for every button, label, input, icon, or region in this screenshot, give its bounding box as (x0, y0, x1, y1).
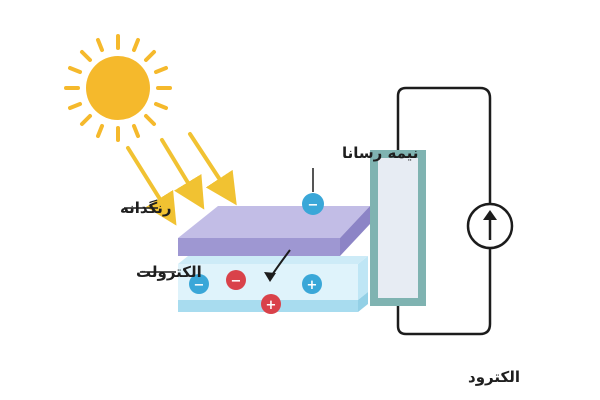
charge-label: + (266, 298, 277, 313)
electrode (370, 150, 426, 306)
dye-label: رنگدانه (120, 199, 172, 217)
electrolyte-charge-bottom: + (261, 294, 281, 314)
charge-label: − (231, 274, 242, 289)
light-beam (126, 146, 177, 226)
electrolyte-label: الکترولت (136, 263, 202, 281)
light-beam (160, 138, 205, 210)
charge-label: − (194, 278, 205, 293)
charge-label: − (308, 198, 319, 213)
semiconductor-charge: − (302, 193, 324, 215)
curved-arrow-icon (264, 249, 291, 282)
semiconductor-label: نیمه رسانا (342, 144, 418, 162)
electrode-label: الکترود (468, 368, 520, 386)
up-arrow-circle-icon (466, 202, 514, 250)
electrolyte-charge-right: + (302, 274, 322, 294)
semiconductor-layer (178, 206, 370, 256)
sun-icon (64, 34, 172, 142)
charge-label: + (307, 278, 318, 293)
electrolyte-charge-mid: − (226, 270, 246, 290)
light-beams (126, 132, 237, 226)
electrolyte-charge-left: − (189, 274, 209, 294)
leader-lines (124, 168, 314, 273)
light-beam (188, 132, 237, 206)
